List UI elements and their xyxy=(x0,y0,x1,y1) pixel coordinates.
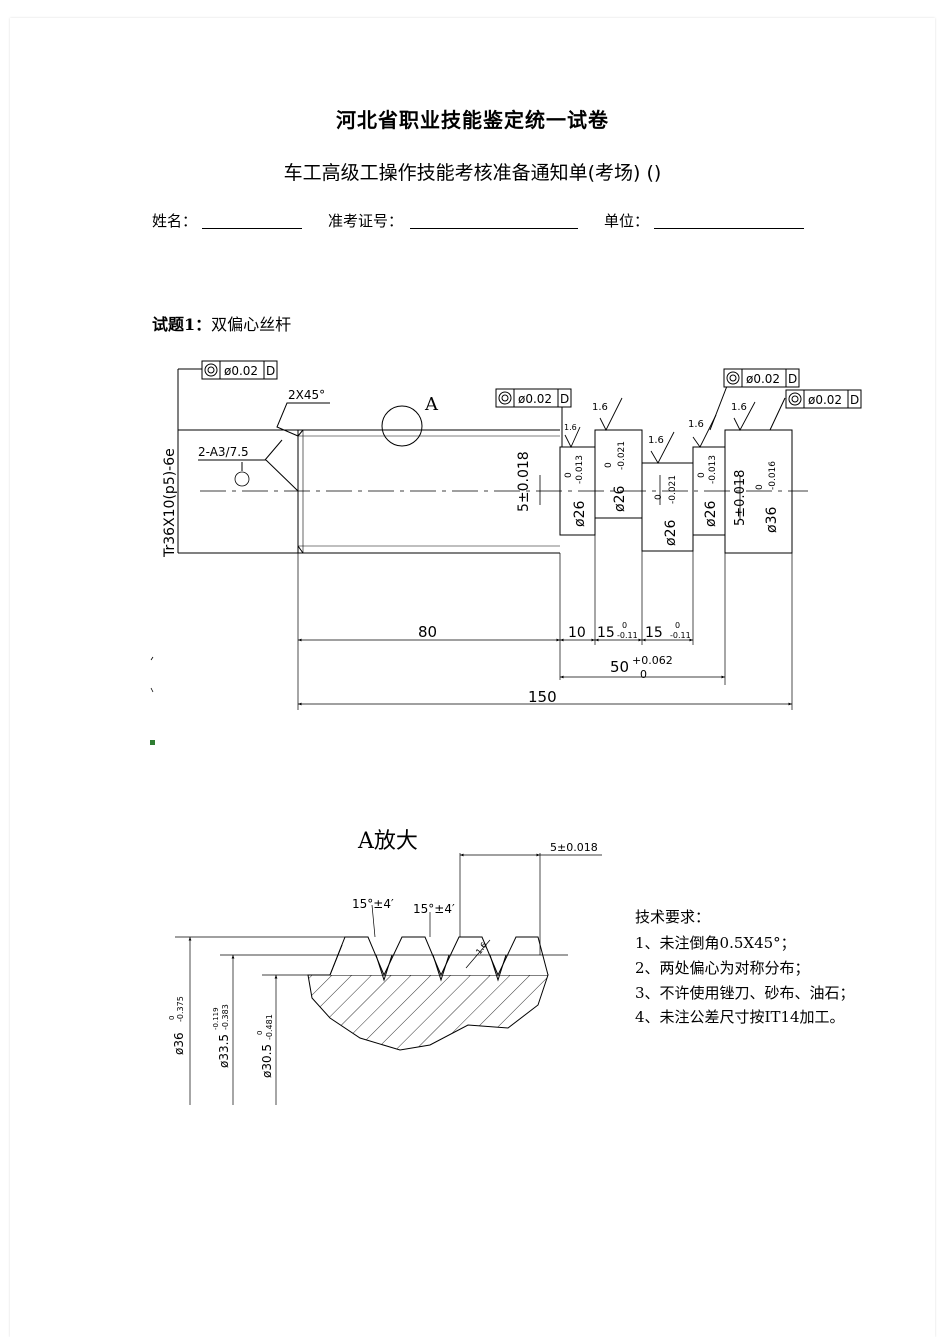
dia-36-lower: -0.016 xyxy=(768,461,778,490)
detail-dia-1-lower: -0.375 xyxy=(176,996,185,1022)
dia-26-d: ø26 xyxy=(703,501,719,527)
detail-dia-3-lower: -0.481 xyxy=(265,1014,274,1040)
detail-angle-2: 15°±4′ xyxy=(413,902,455,916)
dia-26-c-upper: 0 xyxy=(654,494,664,500)
len-80: 80 xyxy=(418,623,437,641)
tol1-value: ø0.02 xyxy=(224,364,258,378)
dia-36-upper: 0 xyxy=(755,484,765,490)
dia-26-b-lower: -0.021 xyxy=(617,441,627,470)
requirement-3: 3、不许使用锉刀、砂布、油石； xyxy=(635,984,855,1002)
unit-label: 单位： xyxy=(604,212,650,230)
detail-dim-top: 5±0.018 xyxy=(550,841,598,854)
geometric-tolerance-frame-3: ø0.02 D xyxy=(723,368,800,388)
dia-26-d-upper: 0 xyxy=(697,472,707,478)
requirements-title: 技术要求： xyxy=(635,908,710,926)
requirement-4: 4、未注公差尺寸按IT14加工。 xyxy=(635,1008,845,1026)
dia-26-b-upper: 0 xyxy=(604,462,614,468)
tol3-value: ø0.02 xyxy=(746,372,780,386)
question-heading: 试题1：双偏心丝杆 xyxy=(152,311,291,335)
ecc-dim-2: 5±0.018 xyxy=(733,470,748,526)
name-label: 姓名： xyxy=(152,212,198,230)
len-50-upper: +0.062 xyxy=(632,654,673,667)
exam-subtitle: 车工高级工操作技能考核准备通知单(考场) () xyxy=(283,162,662,184)
detail-dia-2-upper: -0.119 xyxy=(212,1007,220,1030)
dia-26-c: ø26 xyxy=(663,520,679,546)
detail-dia-2: ø33.5 xyxy=(217,1034,231,1068)
len-15-a: 15 xyxy=(597,625,615,641)
dia-36: ø36 xyxy=(764,507,780,533)
exam-no-label: 准考证号： xyxy=(328,212,404,230)
len-15-b-lower: -0.11 xyxy=(670,631,691,640)
detail-view xyxy=(175,853,602,1105)
roughness-3: 1.6 xyxy=(648,435,664,446)
exam-title: 河北省职业技能鉴定统一试卷 xyxy=(336,108,609,132)
len-50-lower: 0 xyxy=(640,668,647,681)
roughness-1: 1.6 xyxy=(564,423,577,432)
question-prefix: 试题1： xyxy=(152,315,212,334)
tol4-datum: D xyxy=(850,393,859,407)
len-10: 10 xyxy=(568,625,586,641)
tol1-datum: D xyxy=(266,364,275,378)
center-hole-label: 2-A3/7.5 xyxy=(198,445,249,459)
tol2-datum: D xyxy=(560,392,569,406)
thread-spec-label: Tr36X10(p5)-6e xyxy=(162,448,178,558)
detail-dia-1: ø36 xyxy=(172,1032,186,1055)
tol2-value: ø0.02 xyxy=(518,392,552,406)
roughness-4: 1.6 xyxy=(688,419,704,430)
requirement-2: 2、两处偏心为对称分布； xyxy=(635,959,810,977)
datum-label-a: A xyxy=(424,394,439,415)
dia-26-b: ø26 xyxy=(612,486,628,512)
len-15-a-upper: 0 xyxy=(622,621,627,630)
len-150: 150 xyxy=(528,688,557,706)
tol4-value: ø0.02 xyxy=(808,393,842,407)
geometric-tolerance-frame-4: ø0.02 D xyxy=(785,389,862,409)
geometric-tolerance-frame-1: ø0.02 D xyxy=(201,360,278,380)
question-name: 双偏心丝杆 xyxy=(211,315,292,334)
detail-dia-2-lower: -0.383 xyxy=(221,1004,230,1030)
dia-26-d-lower: -0.013 xyxy=(708,455,718,484)
exam-no-field[interactable] xyxy=(410,228,578,229)
dia-26-c-lower: -0.021 xyxy=(668,475,678,504)
bullet-marker xyxy=(150,740,155,745)
roughness-5: 1.6 xyxy=(731,402,747,413)
dia-26-a-upper: 0 xyxy=(564,472,574,478)
requirement-1: 1、未注倒角0.5X45°； xyxy=(635,934,796,952)
detail-dia-3: ø30.5 xyxy=(260,1044,274,1078)
detail-angle-1: 15°±4′ xyxy=(352,897,394,911)
detail-title: A放大 xyxy=(357,829,418,854)
geometric-tolerance-frame-2: ø0.02 D xyxy=(495,388,572,408)
len-15-a-lower: -0.11 xyxy=(617,631,638,640)
len-15-b: 15 xyxy=(645,625,663,641)
detail-dia-1-upper: 0 xyxy=(168,1016,176,1020)
detail-dia-3-upper: 0 xyxy=(256,1031,264,1035)
roughness-2: 1.6 xyxy=(592,402,608,413)
paper-sheet xyxy=(10,18,935,1337)
len-50: 50 xyxy=(610,658,629,676)
dia-26-a-lower: -0.013 xyxy=(575,455,585,484)
shaft-view xyxy=(177,368,808,710)
technical-requirements: 技术要求： 1、未注倒角0.5X45°； 2、两处偏心为对称分布； 3、不许使用… xyxy=(635,908,855,1026)
roughness-symbols xyxy=(564,397,756,464)
dia-26-a: ø26 xyxy=(572,501,588,527)
len-15-b-upper: 0 xyxy=(675,621,680,630)
tol3-datum: D xyxy=(788,372,797,386)
name-field[interactable] xyxy=(202,228,302,229)
ecc-dim-1: 5±0.018 xyxy=(516,451,532,512)
chamfer-label: 2X45° xyxy=(288,388,325,402)
unit-field[interactable] xyxy=(654,228,804,229)
